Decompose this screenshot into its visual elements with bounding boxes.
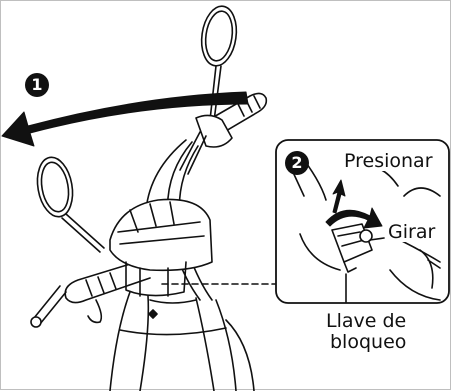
- press-label: Presionar: [342, 152, 435, 171]
- step-1-badge: 1: [25, 73, 49, 97]
- step-2-badge: 2: [285, 151, 309, 175]
- lock-key-label-line2: bloqueo: [328, 333, 408, 352]
- lock-key-label-line1: Llave de: [324, 312, 408, 331]
- turn-label: Girar: [386, 223, 437, 242]
